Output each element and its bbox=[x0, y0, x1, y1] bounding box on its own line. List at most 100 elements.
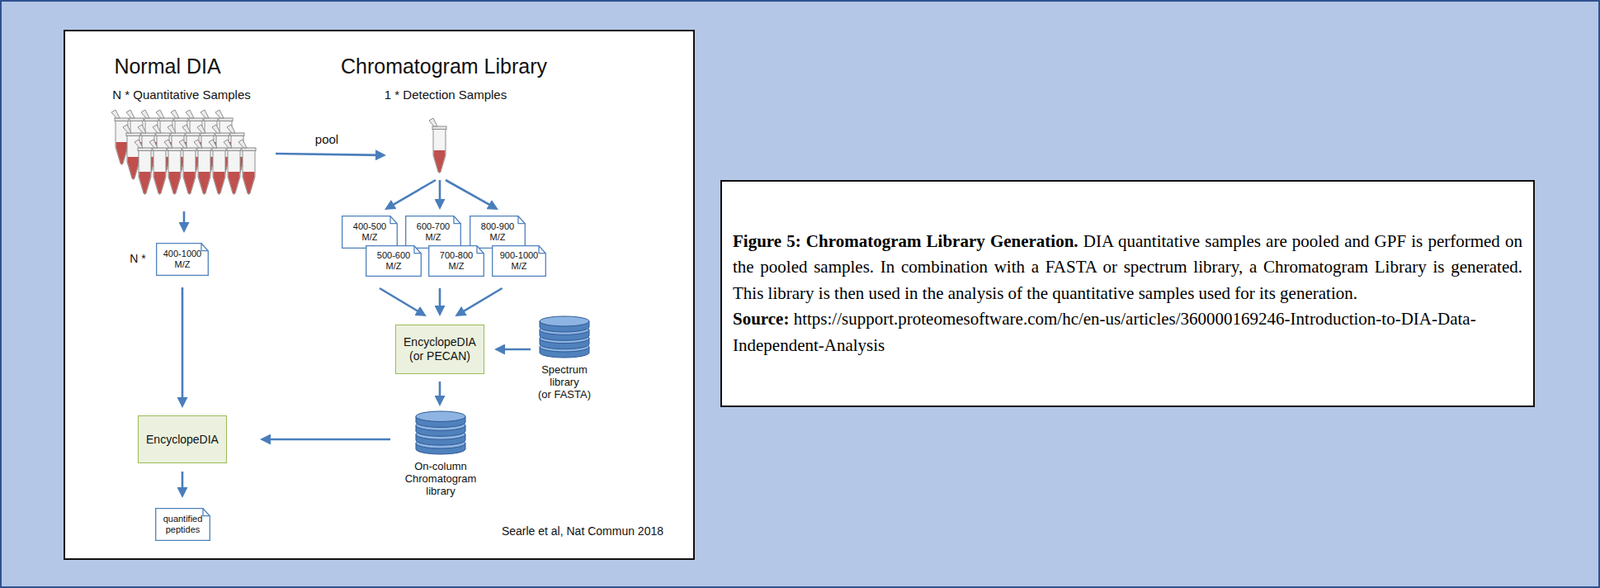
text-line: M/Z bbox=[174, 259, 191, 270]
document-icon: 900-1000 M/Z bbox=[491, 245, 547, 277]
text-line: peptides bbox=[165, 523, 201, 535]
disc-top bbox=[415, 410, 466, 421]
tube-rim bbox=[167, 147, 182, 152]
text-holder: 400-1000 M/Z bbox=[163, 248, 203, 270]
sample-tube bbox=[193, 139, 212, 195]
flow-connector bbox=[438, 287, 442, 310]
multiplier-label: N * bbox=[129, 251, 146, 265]
sample-tube bbox=[208, 139, 227, 195]
node-label: quantified peptides bbox=[163, 513, 203, 534]
tube-rim bbox=[230, 132, 245, 137]
sample-tube bbox=[134, 139, 152, 195]
tube-cap bbox=[179, 139, 188, 148]
text-line: quantified bbox=[163, 513, 203, 524]
tube-cap bbox=[155, 109, 165, 118]
sample-tube bbox=[164, 139, 182, 195]
tube-cap bbox=[429, 117, 438, 127]
text-line: M/Z bbox=[490, 231, 506, 243]
document-fold bbox=[538, 245, 546, 254]
document-fold bbox=[202, 508, 210, 516]
tube-liquid bbox=[198, 171, 211, 194]
tube-liquid bbox=[139, 171, 152, 194]
node-label: On-column Chromatogram library bbox=[401, 460, 480, 498]
tube-rim bbox=[226, 147, 241, 152]
bold-lead: Source: bbox=[732, 308, 789, 329]
cylinder-graphic bbox=[538, 316, 590, 358]
tube-liquid bbox=[434, 150, 446, 173]
tube-cap bbox=[215, 109, 224, 118]
tube-liquid bbox=[228, 171, 241, 194]
tube-cap bbox=[170, 109, 180, 118]
database-cylinder: Spectrum library (or FASTA) bbox=[525, 316, 604, 402]
sample-tube bbox=[429, 117, 447, 174]
flow-connector bbox=[181, 287, 185, 402]
database-cylinder: On-column Chromatogram library bbox=[401, 410, 480, 498]
document-shape bbox=[405, 216, 462, 249]
tube-body bbox=[227, 150, 241, 195]
tube-cap bbox=[122, 124, 132, 133]
tube-rim bbox=[200, 132, 215, 137]
tube-rim bbox=[188, 117, 203, 122]
tube-rim bbox=[144, 117, 159, 122]
text-holder: EncyclopeDIA (or PECAN) bbox=[403, 335, 477, 364]
column-heading: Chromatogram Library bbox=[340, 54, 548, 79]
tube-body bbox=[433, 128, 446, 174]
tube-rim bbox=[159, 117, 174, 122]
tube-rim bbox=[137, 147, 152, 152]
process-box: EncyclopeDIA bbox=[137, 415, 227, 463]
column-subheading: 1 * Detection Samples bbox=[384, 87, 507, 102]
tube-body bbox=[138, 150, 152, 195]
text-line: (or PECAN) bbox=[409, 349, 471, 364]
text-line: On-column Chromatogram library bbox=[401, 460, 480, 498]
document-fold bbox=[390, 216, 397, 224]
disc-top bbox=[539, 316, 590, 326]
node-label: EncyclopeDIA (or PECAN) bbox=[403, 335, 477, 364]
cylinder-graphic bbox=[415, 410, 467, 454]
document-fold bbox=[476, 245, 484, 254]
node-label: 900-1000 M/Z bbox=[500, 250, 539, 271]
document-shape bbox=[492, 245, 547, 277]
tube-rim bbox=[129, 117, 144, 122]
tube-cap bbox=[185, 109, 194, 118]
document-shape bbox=[155, 508, 211, 541]
tube-cap bbox=[193, 139, 203, 148]
flow-connector bbox=[460, 287, 502, 313]
tube-cap bbox=[149, 139, 158, 148]
tube-cap bbox=[167, 124, 176, 133]
tube-cap bbox=[126, 109, 135, 118]
bold-lead: Figure 5: Chromatogram Library Generatio… bbox=[732, 231, 1079, 251]
flow-connector bbox=[500, 348, 531, 351]
tube-liquid bbox=[154, 171, 166, 194]
sample-tube bbox=[238, 139, 256, 195]
text-holder: Spectrum library (or FASTA) bbox=[525, 363, 604, 402]
tube-body bbox=[183, 150, 196, 195]
flow-connector bbox=[379, 287, 421, 313]
text-holder: 500-600 M/Z bbox=[377, 250, 411, 271]
column-heading: Normal DIA bbox=[113, 54, 221, 79]
process-box: EncyclopeDIA (or PECAN) bbox=[395, 324, 485, 374]
tube-cap bbox=[182, 124, 191, 133]
text-line: 900-1000 bbox=[500, 250, 539, 261]
sample-tube bbox=[122, 124, 141, 180]
text-line: 400-1000 bbox=[163, 248, 203, 260]
document-icon: 400-500 M/Z bbox=[341, 215, 398, 249]
document-fold bbox=[414, 245, 421, 254]
text-holder: EncyclopeDIA bbox=[146, 432, 219, 447]
tube-rim bbox=[182, 147, 197, 152]
document-shape bbox=[470, 216, 526, 249]
text-line: M/Z bbox=[448, 260, 465, 272]
document-icon: 700-800 M/Z bbox=[428, 245, 485, 277]
tube-rim bbox=[241, 147, 256, 152]
sample-tube bbox=[149, 139, 167, 195]
flow-connector bbox=[266, 438, 391, 441]
text-line: M/Z bbox=[511, 260, 528, 272]
tube-cap bbox=[164, 139, 173, 148]
node-label: 700-800 M/Z bbox=[439, 250, 473, 271]
text-run: https://support.proteomesoftware.com/hc/… bbox=[732, 308, 1477, 355]
tube-rim bbox=[174, 117, 189, 122]
tube-cap bbox=[200, 109, 209, 118]
text-line: EncyclopeDIA bbox=[403, 335, 477, 350]
document-icon: 400-1000 M/Z bbox=[155, 242, 209, 276]
text-holder: 400-500 M/Z bbox=[353, 221, 387, 242]
